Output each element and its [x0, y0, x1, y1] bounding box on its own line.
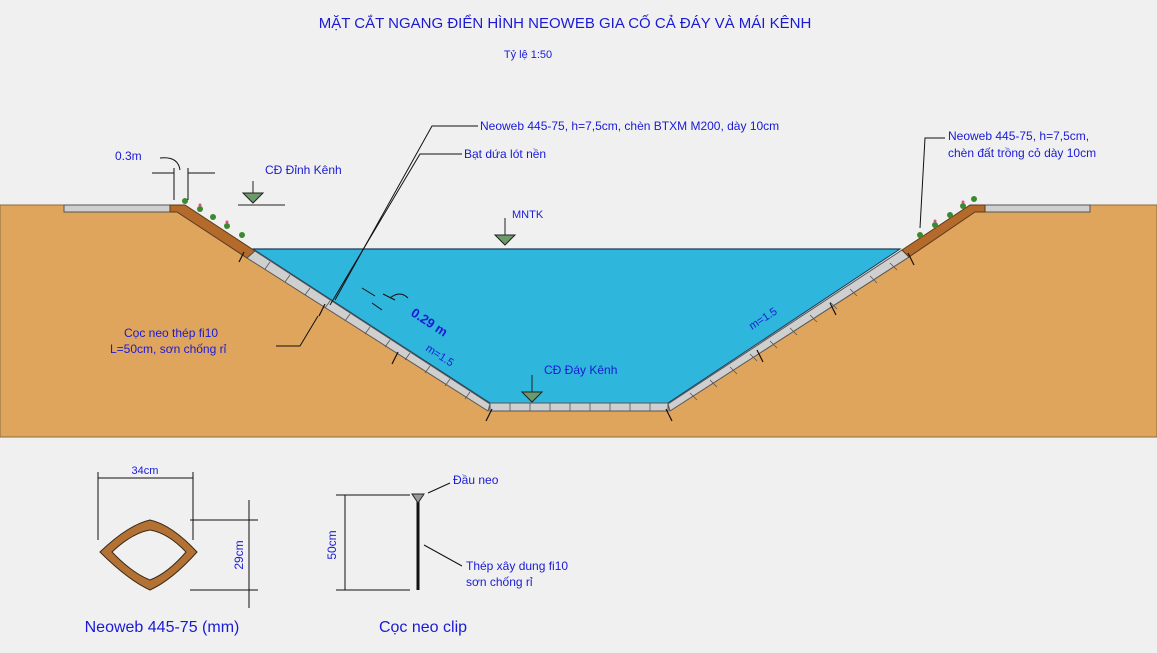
- water-level-label: MNTK: [512, 209, 544, 221]
- grass-tufts: [182, 196, 977, 238]
- left-crest-slab: [63, 204, 175, 213]
- grass-flowers: [198, 200, 965, 224]
- neoweb-bottom-label: Neoweb 445-75, h=7,5cm, chèn BTXM M200, …: [480, 119, 779, 133]
- liner-label: Bạt dứa lót nền: [464, 147, 546, 161]
- anchor-pin-detail: [336, 482, 463, 591]
- neoweb-top-label-2: chèn đất trồng cỏ dày 10cm: [948, 146, 1096, 160]
- bed-level-label: CĐ Đáy Kênh: [544, 363, 617, 377]
- anchor-label-2: L=50cm, sơn chống rỉ: [110, 342, 227, 356]
- berm-width-label: 0.3m: [115, 149, 142, 163]
- cell-caption: Neoweb 445-75 (mm): [85, 619, 240, 636]
- cell-width-label: 34cm: [132, 465, 159, 477]
- neoweb-cell-ticks: [264, 261, 898, 411]
- water-level-marker: [493, 218, 517, 246]
- neoweb-top-label-1: Neoweb 445-75, h=7,5cm,: [948, 129, 1089, 143]
- pin-height-label: 50cm: [325, 530, 339, 559]
- thickness-dimension: [361, 287, 409, 311]
- pin-body-label-2: sơn chống rỉ: [466, 575, 533, 589]
- bed-neoweb: [489, 402, 669, 412]
- cell-height-label: 29cm: [232, 540, 246, 569]
- berm-dimension: [152, 157, 215, 200]
- bed-level-marker: [520, 375, 544, 403]
- leader-lines: [276, 125, 945, 347]
- cell-dimensions: [97, 472, 258, 608]
- drawing-scale: Tỷ lệ 1:50: [504, 49, 552, 61]
- anchor-label-1: Cọc neo thép fi10: [124, 326, 218, 340]
- anchor-pins: [238, 251, 915, 422]
- crest-level-marker: [238, 181, 285, 206]
- right-crest-slab: [984, 204, 1091, 213]
- pin-head-label: Đầu neo: [453, 473, 499, 487]
- right-grass-neoweb: [901, 204, 986, 258]
- neoweb-cell-detail: [99, 519, 198, 591]
- drawing-title: MẶT CẮT NGANG ĐIỂN HÌNH NEOWEB GIA CỐ CẢ…: [319, 14, 812, 32]
- pin-caption: Cọc neo clip: [379, 619, 467, 636]
- crest-level-label: CĐ Đỉnh Kênh: [265, 163, 342, 177]
- pin-body-label-1: Thép xây dung fi10: [466, 559, 568, 573]
